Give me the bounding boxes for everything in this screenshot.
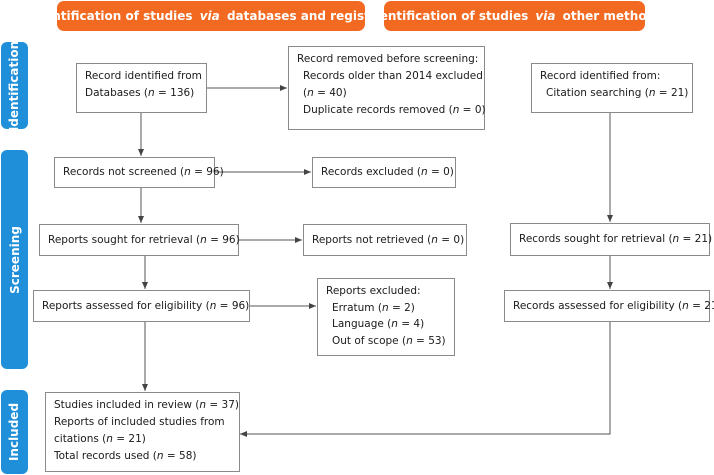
other-identified-line-1: Record identified from: (540, 70, 661, 82)
box-records-identified: Record identified from Databases (n = 13… (76, 63, 207, 113)
box-records-removed: Record removed before screening: Records… (288, 46, 486, 130)
reports-assessed-text: Reports assessed for eligibility (n = 96… (42, 299, 250, 312)
box-reports-excluded: Reports excluded: Erratum (n = 2) Langua… (317, 278, 455, 356)
box-records-excluded: Records excluded (n = 0) (312, 157, 456, 188)
other-assessed-text: Records assessed for eligibility (n = 21… (513, 299, 714, 312)
records-removed-line-3: (n = 40) (303, 87, 347, 99)
reports-sought-text: Reports sought for retrieval (n = 96) (48, 233, 240, 246)
other-identified-line-2: Citation searching (n = 21) (546, 87, 689, 99)
studies-included-line-4: Total records used (n = 58) (54, 450, 197, 462)
box-other-records-identified: Record identified from: Citation searchi… (531, 63, 693, 113)
box-reports-sought: Reports sought for retrieval (n = 96) (39, 224, 240, 256)
records-removed-line-4: Duplicate records removed (n = 0) (303, 104, 486, 116)
phase-included: Included (1, 390, 28, 474)
arrow-other-assessed-to-included (240, 322, 611, 437)
other-sought-text: Records sought for retrieval (n = 21) (519, 233, 713, 245)
header-other-methods: Identification of studies via other meth… (367, 1, 662, 31)
studies-included-line-2: Reports of included studies from (54, 416, 225, 428)
records-identified-line-2: Databases (n = 136) (85, 87, 195, 99)
reports-excluded-line-3: Language (n = 4) (332, 318, 425, 330)
studies-included-line-1: Studies included in review (n = 37) (54, 399, 239, 411)
phase-identification: Identification (1, 40, 28, 131)
reports-excluded-line-1: Reports excluded: (326, 285, 421, 297)
records-removed-line-2: Records older than 2014 excluded (303, 70, 483, 82)
box-reports-not-retrieved: Reports not retrieved (n = 0) (303, 224, 467, 256)
reports-excluded-line-4: Out of scope (n = 53) (332, 334, 446, 347)
reports-not-retrieved-text: Reports not retrieved (n = 0) (312, 233, 465, 246)
studies-included-line-3: citations (n = 21) (54, 433, 146, 445)
records-identified-line-1: Record identified from (85, 70, 202, 82)
records-removed-line-1: Record removed before screening: (297, 53, 479, 65)
box-studies-included: Studies included in review (n = 37) Repo… (45, 392, 240, 472)
box-records-not-screened: Records not screened (n = 96) (54, 157, 224, 188)
records-not-screened-text: Records not screened (n = 96) (63, 166, 224, 178)
box-reports-assessed: Reports assessed for eligibility (n = 96… (33, 290, 250, 322)
records-excluded-text: Records excluded (n = 0) (321, 166, 454, 178)
phase-screening: Screening (1, 150, 28, 369)
box-other-records-sought: Records sought for retrieval (n = 21) (510, 223, 713, 256)
box-other-records-assessed: Records assessed for eligibility (n = 21… (504, 290, 714, 322)
reports-excluded-line-2: Erratum (n = 2) (332, 301, 415, 314)
